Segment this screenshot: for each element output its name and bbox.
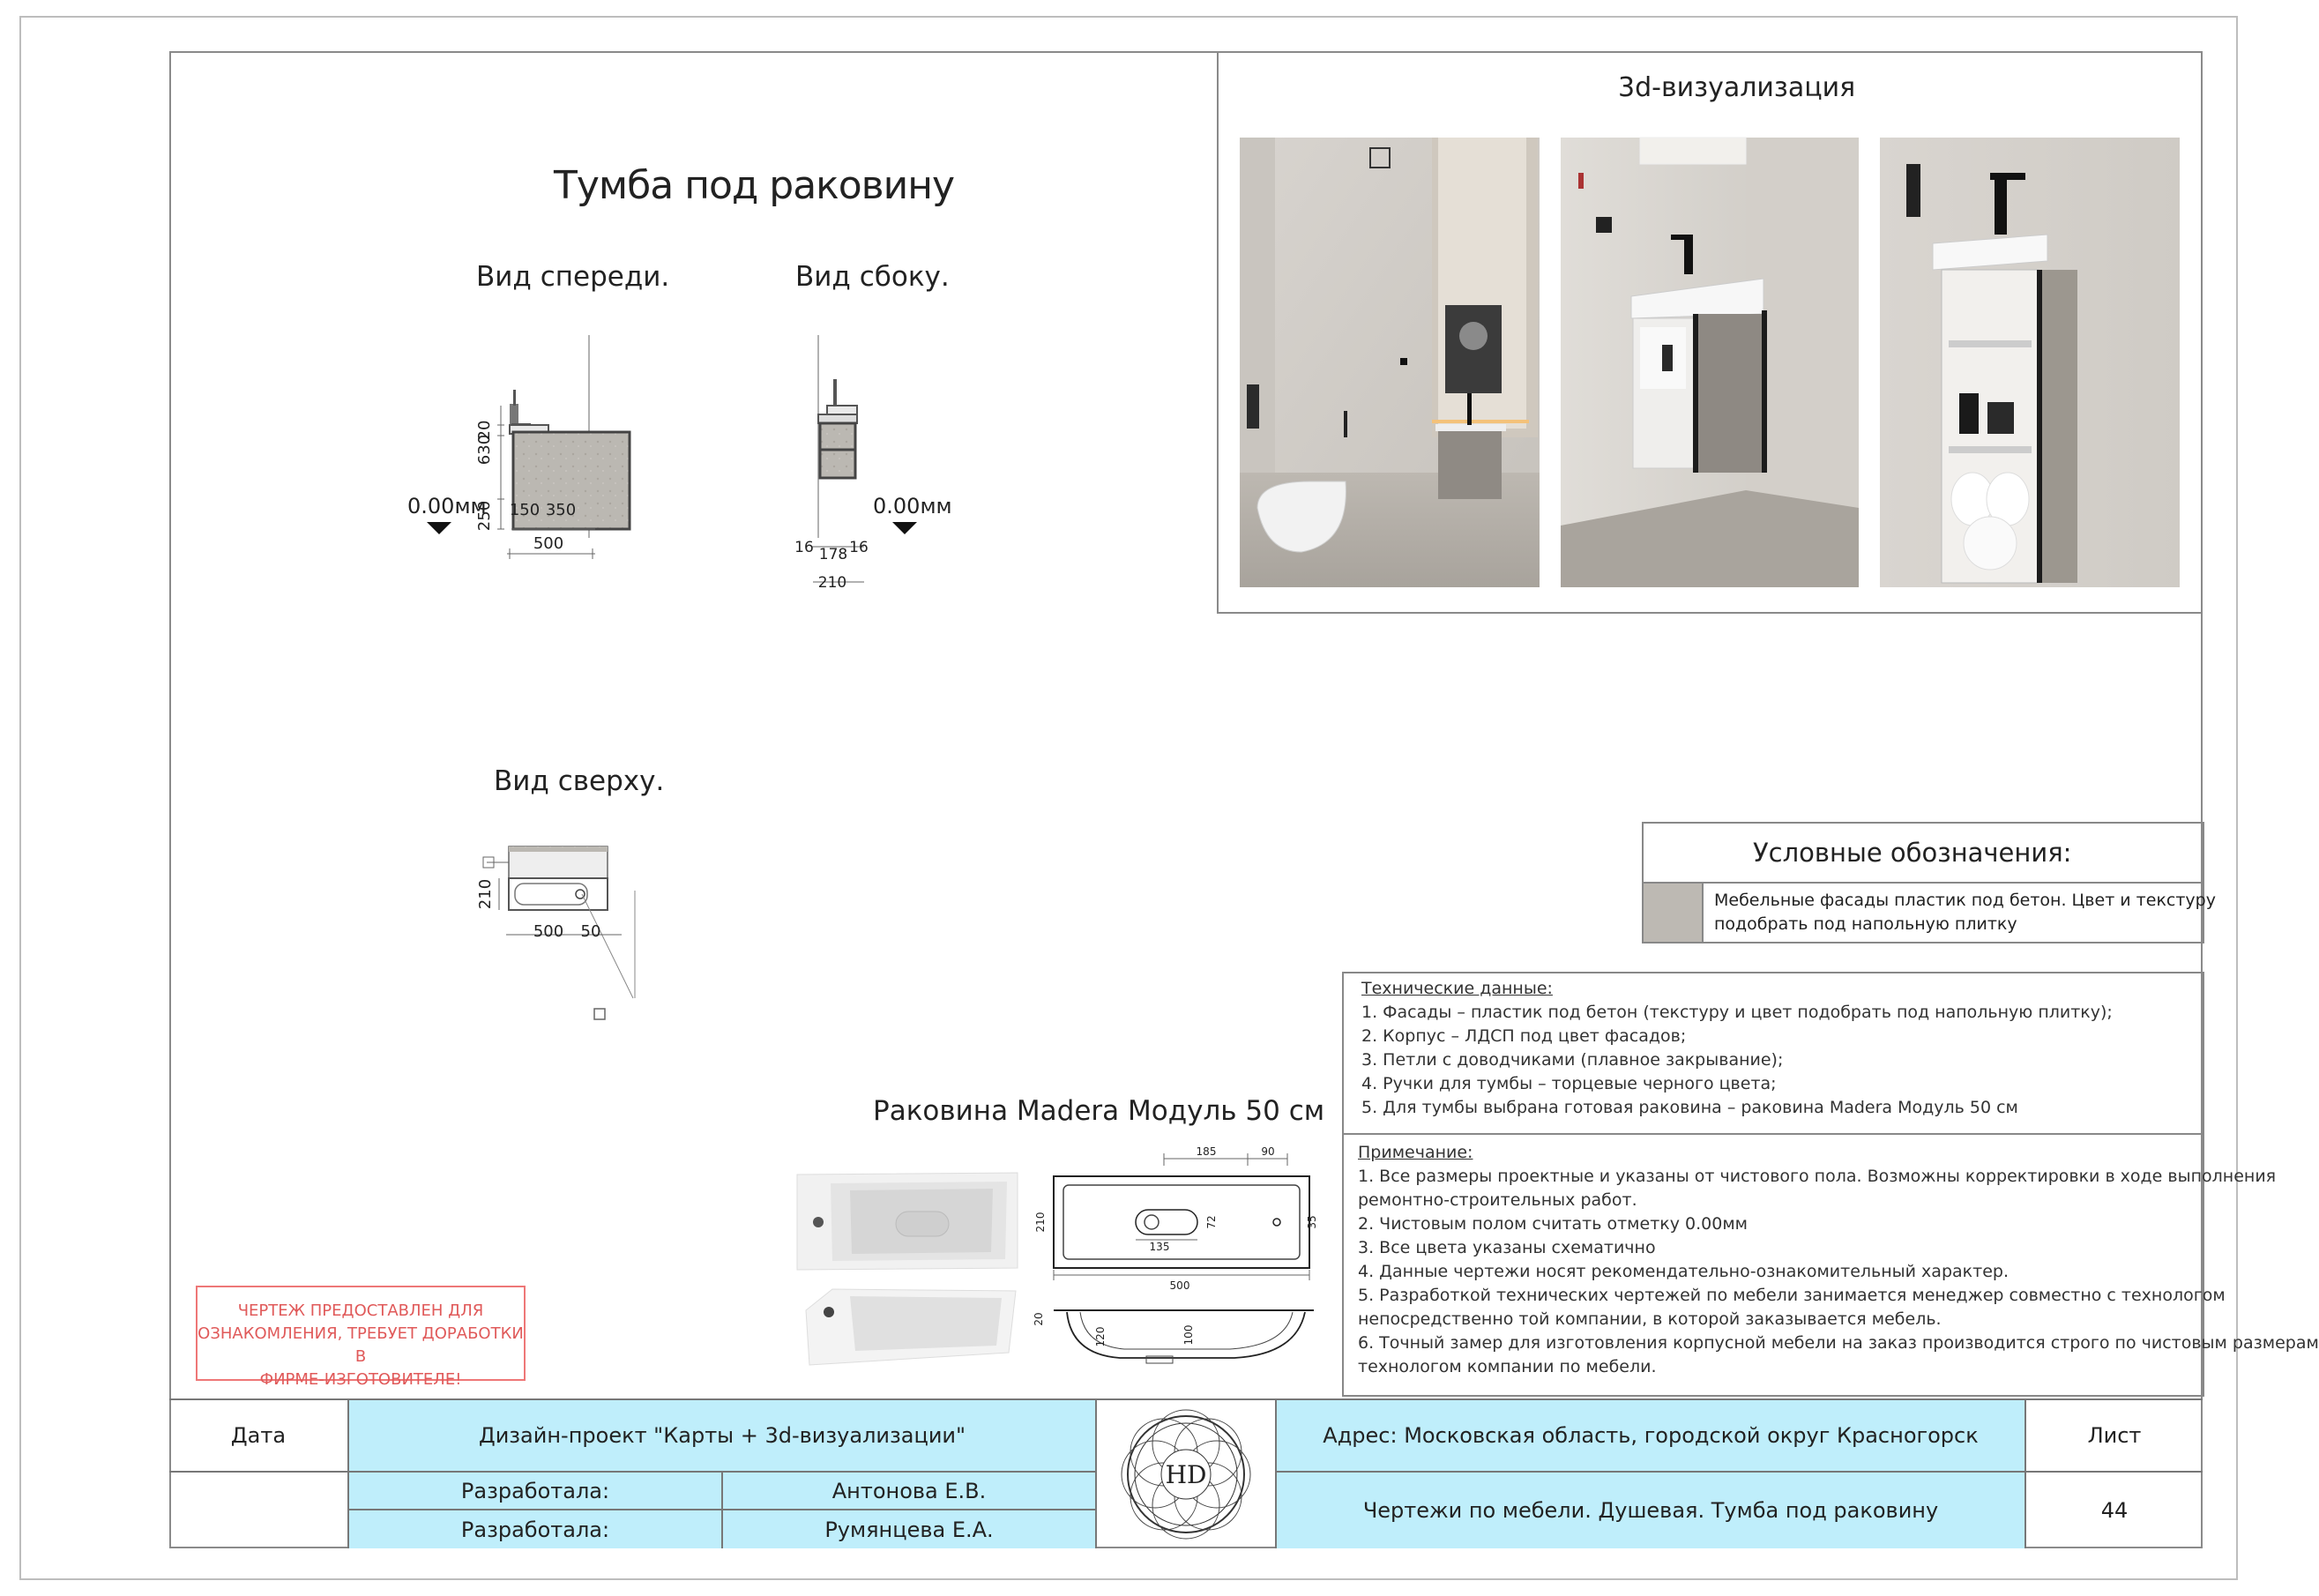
notes-divider xyxy=(1342,1133,2204,1135)
address-text: Адрес: Московская область, городской окр… xyxy=(1323,1423,1979,1448)
tech-heading: Технические данные: xyxy=(1361,979,1553,998)
sheet-label-cell: Лист xyxy=(2024,1398,2203,1473)
stamp-line-3: ФИРМЕ-ИЗГОТОВИТЕЛЕ! xyxy=(259,1370,462,1389)
tech-item: 3. Петли с доводчиками (плавное закрыван… xyxy=(1361,1050,1784,1070)
sink-photo-top xyxy=(796,1172,1018,1271)
stamp-line-1: ЧЕРТЕЖ ПРЕДОСТАВЛЕН ДЛЯ xyxy=(237,1301,484,1320)
dim-sink-500: 500 xyxy=(1170,1279,1190,1292)
notes-heading: Примечание: xyxy=(1358,1143,1473,1162)
stamp-line-2: ОЗНАКОМЛЕНИЯ, ТРЕБУЕТ ДОРАБОТКИ В xyxy=(198,1324,524,1366)
note-line: 2. Чистовым полом считать отметку 0.00мм xyxy=(1358,1214,1748,1234)
notes-box xyxy=(1342,972,2204,1397)
dim-top-210: 210 xyxy=(476,879,495,909)
note-line: 1. Все размеры проектные и указаны от чи… xyxy=(1358,1167,2277,1186)
hd-logo: HD xyxy=(1121,1409,1251,1540)
dim-sink-20: 20 xyxy=(1033,1312,1045,1325)
dim-sink-100: 100 xyxy=(1182,1325,1195,1346)
dim-front-250: 250 xyxy=(475,501,494,531)
dev-name: Антонова Е.В. xyxy=(831,1478,987,1503)
note-line: ремонтно-строительных работ. xyxy=(1358,1190,1637,1210)
dim-sink-72: 72 xyxy=(1205,1215,1218,1228)
dim-sink-135: 135 xyxy=(1150,1241,1170,1253)
top-view-label: Вид сверху. xyxy=(494,765,665,797)
drawing-frame xyxy=(169,51,2203,1548)
note-line: технологом компании по мебели. xyxy=(1358,1357,1657,1376)
viz-image-vanity xyxy=(1561,137,1859,587)
legend-title: Условные обозначения: xyxy=(1753,838,2072,868)
dev-label: Разработала: xyxy=(460,1517,610,1542)
dim-front-20: 20 xyxy=(475,421,494,441)
sink-plan-drawing: 185 90 210 72 35 135 500 xyxy=(1034,1145,1318,1292)
outer-frame xyxy=(19,16,2238,1580)
dim-side-210: 210 xyxy=(818,574,846,592)
project-cell: Дизайн-проект "Карты + 3d-визуализации" xyxy=(347,1398,1097,1473)
dim-sink-35: 35 xyxy=(1306,1215,1318,1228)
project-title: Дизайн-проект "Карты + 3d-визуализации" xyxy=(478,1423,966,1448)
dev-name-cell-2: Румянцева Е.А. xyxy=(721,1509,1097,1548)
date-label: Дата xyxy=(230,1423,287,1448)
top-view-drawing: 210 500 50 xyxy=(476,846,636,1020)
note-line: 6. Точный замер для изготовления корпусн… xyxy=(1358,1333,2319,1353)
date-value-cell xyxy=(169,1471,349,1548)
dim-sink-185: 185 xyxy=(1197,1145,1217,1158)
sheet-number: 44 xyxy=(2100,1498,2129,1523)
dim-front-630: 630 xyxy=(475,435,494,465)
side-level-mark: 0.00мм xyxy=(873,494,952,518)
sink-photo-angle xyxy=(805,1288,1017,1366)
dev-name-cell-1: Антонова Е.В. xyxy=(721,1471,1097,1510)
dim-front-500: 500 xyxy=(533,534,563,553)
tech-item: 2. Корпус – ЛДСП под цвет фасадов; xyxy=(1361,1026,1687,1046)
side-level-triangle xyxy=(892,522,917,534)
note-line: 5. Разработкой технических чертежей по м… xyxy=(1358,1286,2226,1305)
dim-front-150: 150 xyxy=(510,501,540,519)
address-cell: Адрес: Московская область, городской окр… xyxy=(1275,1398,2026,1473)
front-view-label: Вид спереди. xyxy=(476,261,670,293)
note-line: 3. Все цвета указаны схематично xyxy=(1358,1238,1656,1257)
viz-panel xyxy=(1217,51,2203,614)
drawing-cell: Чертежи по мебели. Душевая. Тумба под ра… xyxy=(1275,1471,2026,1548)
front-view-drawing: 20 630 250 150 350 500 xyxy=(475,335,631,559)
dim-sink-210: 210 xyxy=(1034,1212,1047,1233)
dim-top-500: 500 xyxy=(533,922,563,941)
tech-item: 4. Ручки для тумбы – торцевые черного цв… xyxy=(1361,1074,1777,1093)
legend-swatch xyxy=(1644,884,1704,942)
sheet-label: Лист xyxy=(2087,1423,2142,1448)
dim-sink-90: 90 xyxy=(1261,1145,1274,1158)
viz-title: 3d-визуализация xyxy=(1618,72,1856,103)
side-view-drawing: 16 178 16 210 xyxy=(794,335,869,592)
dim-sink-120: 120 xyxy=(1094,1327,1107,1347)
logo-cell: HD xyxy=(1095,1398,1277,1548)
front-level-mark: 0.00мм xyxy=(407,494,487,518)
legend-divider xyxy=(1642,882,2204,884)
legend-line-1: Мебельные фасады пластик под бетон. Цвет… xyxy=(1714,891,2216,910)
front-level-triangle xyxy=(427,522,451,534)
sheet-number-cell: 44 xyxy=(2024,1471,2203,1548)
tech-item: 5. Для тумбы выбрана готовая раковина – … xyxy=(1361,1098,2018,1117)
dev-label-cell-1: Разработала: xyxy=(347,1471,723,1510)
dev-label: Разработала: xyxy=(460,1478,610,1503)
dim-top-50: 50 xyxy=(581,922,601,941)
dim-side-178: 178 xyxy=(819,546,847,563)
date-cell: Дата xyxy=(169,1398,349,1473)
dim-front-350: 350 xyxy=(546,501,576,519)
drawing-text: Чертежи по мебели. Душевая. Тумба под ра… xyxy=(1362,1498,1939,1523)
viz-image-shelf xyxy=(1880,138,2180,587)
side-view-label: Вид сбоку. xyxy=(795,261,950,293)
dim-side-16a: 16 xyxy=(794,539,814,556)
note-line: 4. Данные чертежи носят рекомендательно-… xyxy=(1358,1262,2009,1281)
logo-text: HD xyxy=(1166,1460,1207,1489)
sink-section-drawing: 20 120 100 xyxy=(1033,1309,1314,1364)
review-stamp: ЧЕРТЕЖ ПРЕДОСТАВЛЕН ДЛЯ ОЗНАКОМЛЕНИЯ, ТР… xyxy=(196,1286,526,1389)
tech-item: 1. Фасады – пластик под бетон (текстуру … xyxy=(1361,1003,2113,1022)
note-line: непосредственно той компании, в которой … xyxy=(1358,1309,1942,1329)
sink-title: Раковина Madera Модуль 50 см xyxy=(873,1095,1325,1127)
dev-name: Румянцева Е.А. xyxy=(824,1517,994,1542)
dim-side-16b: 16 xyxy=(849,539,869,556)
legend-line-2: подобрать под напольную плитку xyxy=(1714,914,2017,934)
page-title: Тумба под раковину xyxy=(554,163,955,208)
viz-image-bathroom xyxy=(1240,138,1540,587)
dev-label-cell-2: Разработала: xyxy=(347,1509,723,1548)
